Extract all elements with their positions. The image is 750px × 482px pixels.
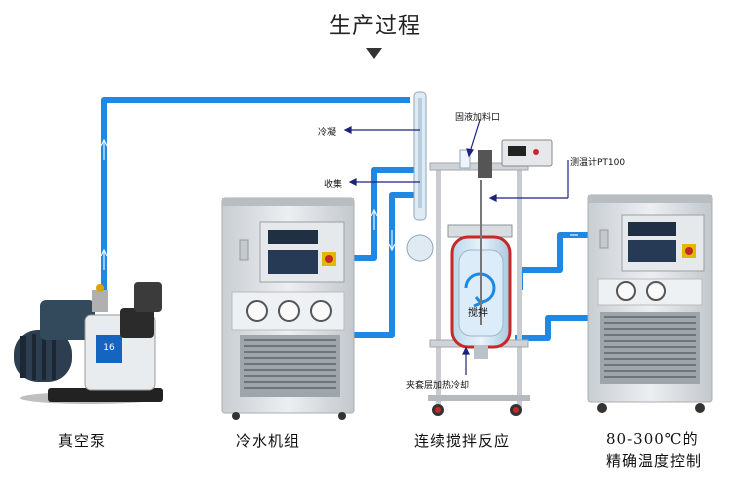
- label-jacket: 夹套层加热冷却: [406, 381, 470, 391]
- pump-display-number: 16: [103, 343, 115, 353]
- caption-vacuum-pump: 真空泵: [58, 432, 107, 450]
- label-feed-port: 固液加料口: [455, 113, 501, 123]
- label-condense: 冷凝: [318, 128, 337, 138]
- vacuum-pump: [14, 282, 163, 404]
- caption-reactor: 连续搅拌反应: [414, 432, 511, 450]
- temperature-control-unit: [587, 194, 713, 413]
- jacket-return-pipe: [515, 315, 588, 341]
- chiller-unit: [221, 197, 355, 420]
- label-stir: 搅拌: [468, 308, 488, 319]
- annotation-arrows: [343, 119, 569, 375]
- page-title: 生产过程: [328, 14, 421, 39]
- caption-temp-control-line1: 80-300℃的: [606, 430, 699, 448]
- reactor-assembly: [406, 91, 553, 416]
- vacuum-pipe: [101, 97, 410, 290]
- label-thermometer: 测温计PT100: [570, 158, 626, 168]
- jacket-inlet-pipe: [517, 267, 540, 290]
- down-arrow-icon: [366, 48, 382, 59]
- jacket-supply-pipe: [540, 232, 588, 273]
- caption-chiller: 冷水机组: [236, 432, 301, 450]
- label-collect: 收集: [324, 180, 343, 190]
- chiller-return-pipe: [352, 192, 418, 338]
- caption-temp-control-line2: 精确温度控制: [606, 452, 703, 470]
